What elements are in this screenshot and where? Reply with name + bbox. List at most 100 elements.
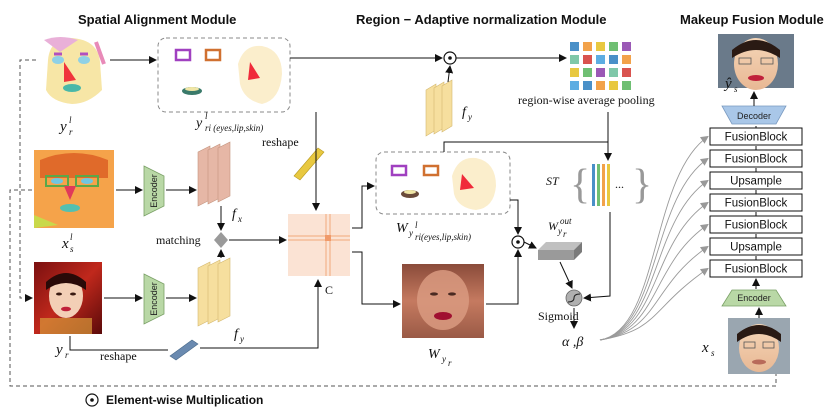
pool-cell <box>570 55 579 64</box>
fusion-block-label: FusionBlock <box>725 264 788 276</box>
pool-cell <box>596 81 605 90</box>
pool-cell <box>570 81 579 90</box>
fusion-block <box>709 149 803 168</box>
pool-cell <box>570 68 579 77</box>
svg-text:ri (eyes,lip,skin): ri (eyes,lip,skin) <box>205 123 263 133</box>
warped-reference-label: W y r <box>428 347 452 368</box>
fusion-encoder: Encoder <box>721 289 787 307</box>
reshape-label-top: reshape <box>262 135 299 149</box>
reference-image-label: y r <box>54 342 69 360</box>
decoder-block: Decoder <box>721 105 787 125</box>
fusion-block-label: FusionBlock <box>725 154 788 166</box>
svg-text:s: s <box>70 244 74 254</box>
reshape-bar-reference <box>169 339 199 361</box>
modulation-curve <box>599 135 709 341</box>
ellipsis: ... <box>615 177 624 191</box>
middle-feature-label: f y <box>462 105 472 122</box>
svg-text:Encoder: Encoder <box>149 282 159 316</box>
svg-text:l: l <box>415 220 418 230</box>
pool-cell <box>596 42 605 51</box>
modulation-curve <box>599 223 709 341</box>
output-weight-bar <box>538 242 582 260</box>
modulation-curve <box>599 245 709 341</box>
matching-node <box>214 232 228 248</box>
pool-cell <box>609 81 618 90</box>
svg-text:x: x <box>61 236 69 252</box>
output-face-label: ŷ s <box>723 76 738 94</box>
reference-feature-stack <box>197 257 231 327</box>
fusion-module-title: Makeup Fusion Module <box>680 12 824 27</box>
fusion-block-label: FusionBlock <box>725 198 788 210</box>
fusion-block-stack: FusionBlockFusionBlockUpsampleFusionBloc… <box>709 126 803 289</box>
reference-parsing-label: y r l <box>58 115 73 137</box>
svg-text:}: } <box>632 162 652 208</box>
multiply-node-middle <box>511 235 525 249</box>
svg-text:r: r <box>448 358 452 368</box>
output-weight-label: W y r out <box>548 216 572 239</box>
svg-text:y: y <box>194 116 203 131</box>
svg-text:y: y <box>54 342 63 358</box>
middle-feature-stack <box>425 79 453 137</box>
legend-multiply-icon <box>85 393 99 407</box>
style-token-bracket: { } <box>570 162 652 208</box>
svg-text:s: s <box>734 84 738 94</box>
svg-text:Encoder: Encoder <box>737 293 771 303</box>
reference-region-masks <box>157 37 291 113</box>
svg-text:r: r <box>563 229 567 239</box>
pool-cell <box>596 55 605 64</box>
modulation-curve <box>599 179 709 341</box>
fusion-block-label: FusionBlock <box>725 132 788 144</box>
sigmoid-label: Sigmoid <box>538 309 579 323</box>
region-pooling-grid <box>570 42 631 90</box>
multiply-node-top <box>443 51 457 65</box>
svg-text:x: x <box>701 340 709 356</box>
fusion-block <box>709 171 803 190</box>
connection-lines <box>69 54 763 351</box>
svg-text:r: r <box>69 127 73 137</box>
pool-cell <box>583 55 592 64</box>
reference-feature-label: f y <box>234 327 244 344</box>
svg-text:f: f <box>234 327 240 342</box>
alpha-beta-label: α ,β <box>562 335 583 350</box>
fusion-block-label: Upsample <box>730 176 782 188</box>
svg-text:s: s <box>711 348 715 358</box>
svg-text:y: y <box>467 112 472 122</box>
warped-region-masks <box>375 151 511 215</box>
svg-text:Encoder: Encoder <box>149 174 159 208</box>
reference-region-label: y ri (eyes,lip,skin) l <box>194 111 263 133</box>
svg-text:Decoder: Decoder <box>737 111 771 121</box>
sigmoid-node <box>565 289 583 307</box>
correlation-matrix <box>288 214 350 276</box>
modulation-curve <box>599 201 709 341</box>
pool-cell <box>583 81 592 90</box>
spatial-module-title: Spatial Alignment Module <box>78 12 236 27</box>
pool-cell <box>622 68 631 77</box>
svg-text:l: l <box>70 232 73 242</box>
st-label: ST <box>546 174 560 188</box>
reference-image <box>34 262 102 334</box>
correlation-label: C <box>325 283 333 297</box>
fusion-block <box>709 215 803 234</box>
source-encoder: Encoder <box>143 165 165 217</box>
source-feature-label: f x <box>232 207 242 224</box>
svg-text:f: f <box>462 105 468 120</box>
reshape-label-bottom: reshape <box>100 349 137 363</box>
modulation-curve <box>599 267 709 341</box>
svg-text:y: y <box>408 228 413 238</box>
fusion-block-label: Upsample <box>730 242 782 254</box>
source-feature-stack <box>197 141 231 207</box>
source-face-image <box>728 318 790 374</box>
warped-region-label: W y ri(eyes,lip,skin) l <box>396 220 471 242</box>
reference-encoder: Encoder <box>143 273 165 325</box>
svg-text:W: W <box>396 221 409 236</box>
svg-text:W: W <box>428 347 441 362</box>
svg-text:ri(eyes,lip,skin): ri(eyes,lip,skin) <box>415 232 471 242</box>
pool-cell <box>583 42 592 51</box>
svg-text:y: y <box>58 119 67 135</box>
matching-label: matching <box>156 233 201 247</box>
region-module-title: Region − Adaptive normalization Module <box>356 12 607 27</box>
modulation-curves <box>599 135 709 341</box>
reshape-bar-regions <box>293 147 325 181</box>
pool-cell <box>609 42 618 51</box>
